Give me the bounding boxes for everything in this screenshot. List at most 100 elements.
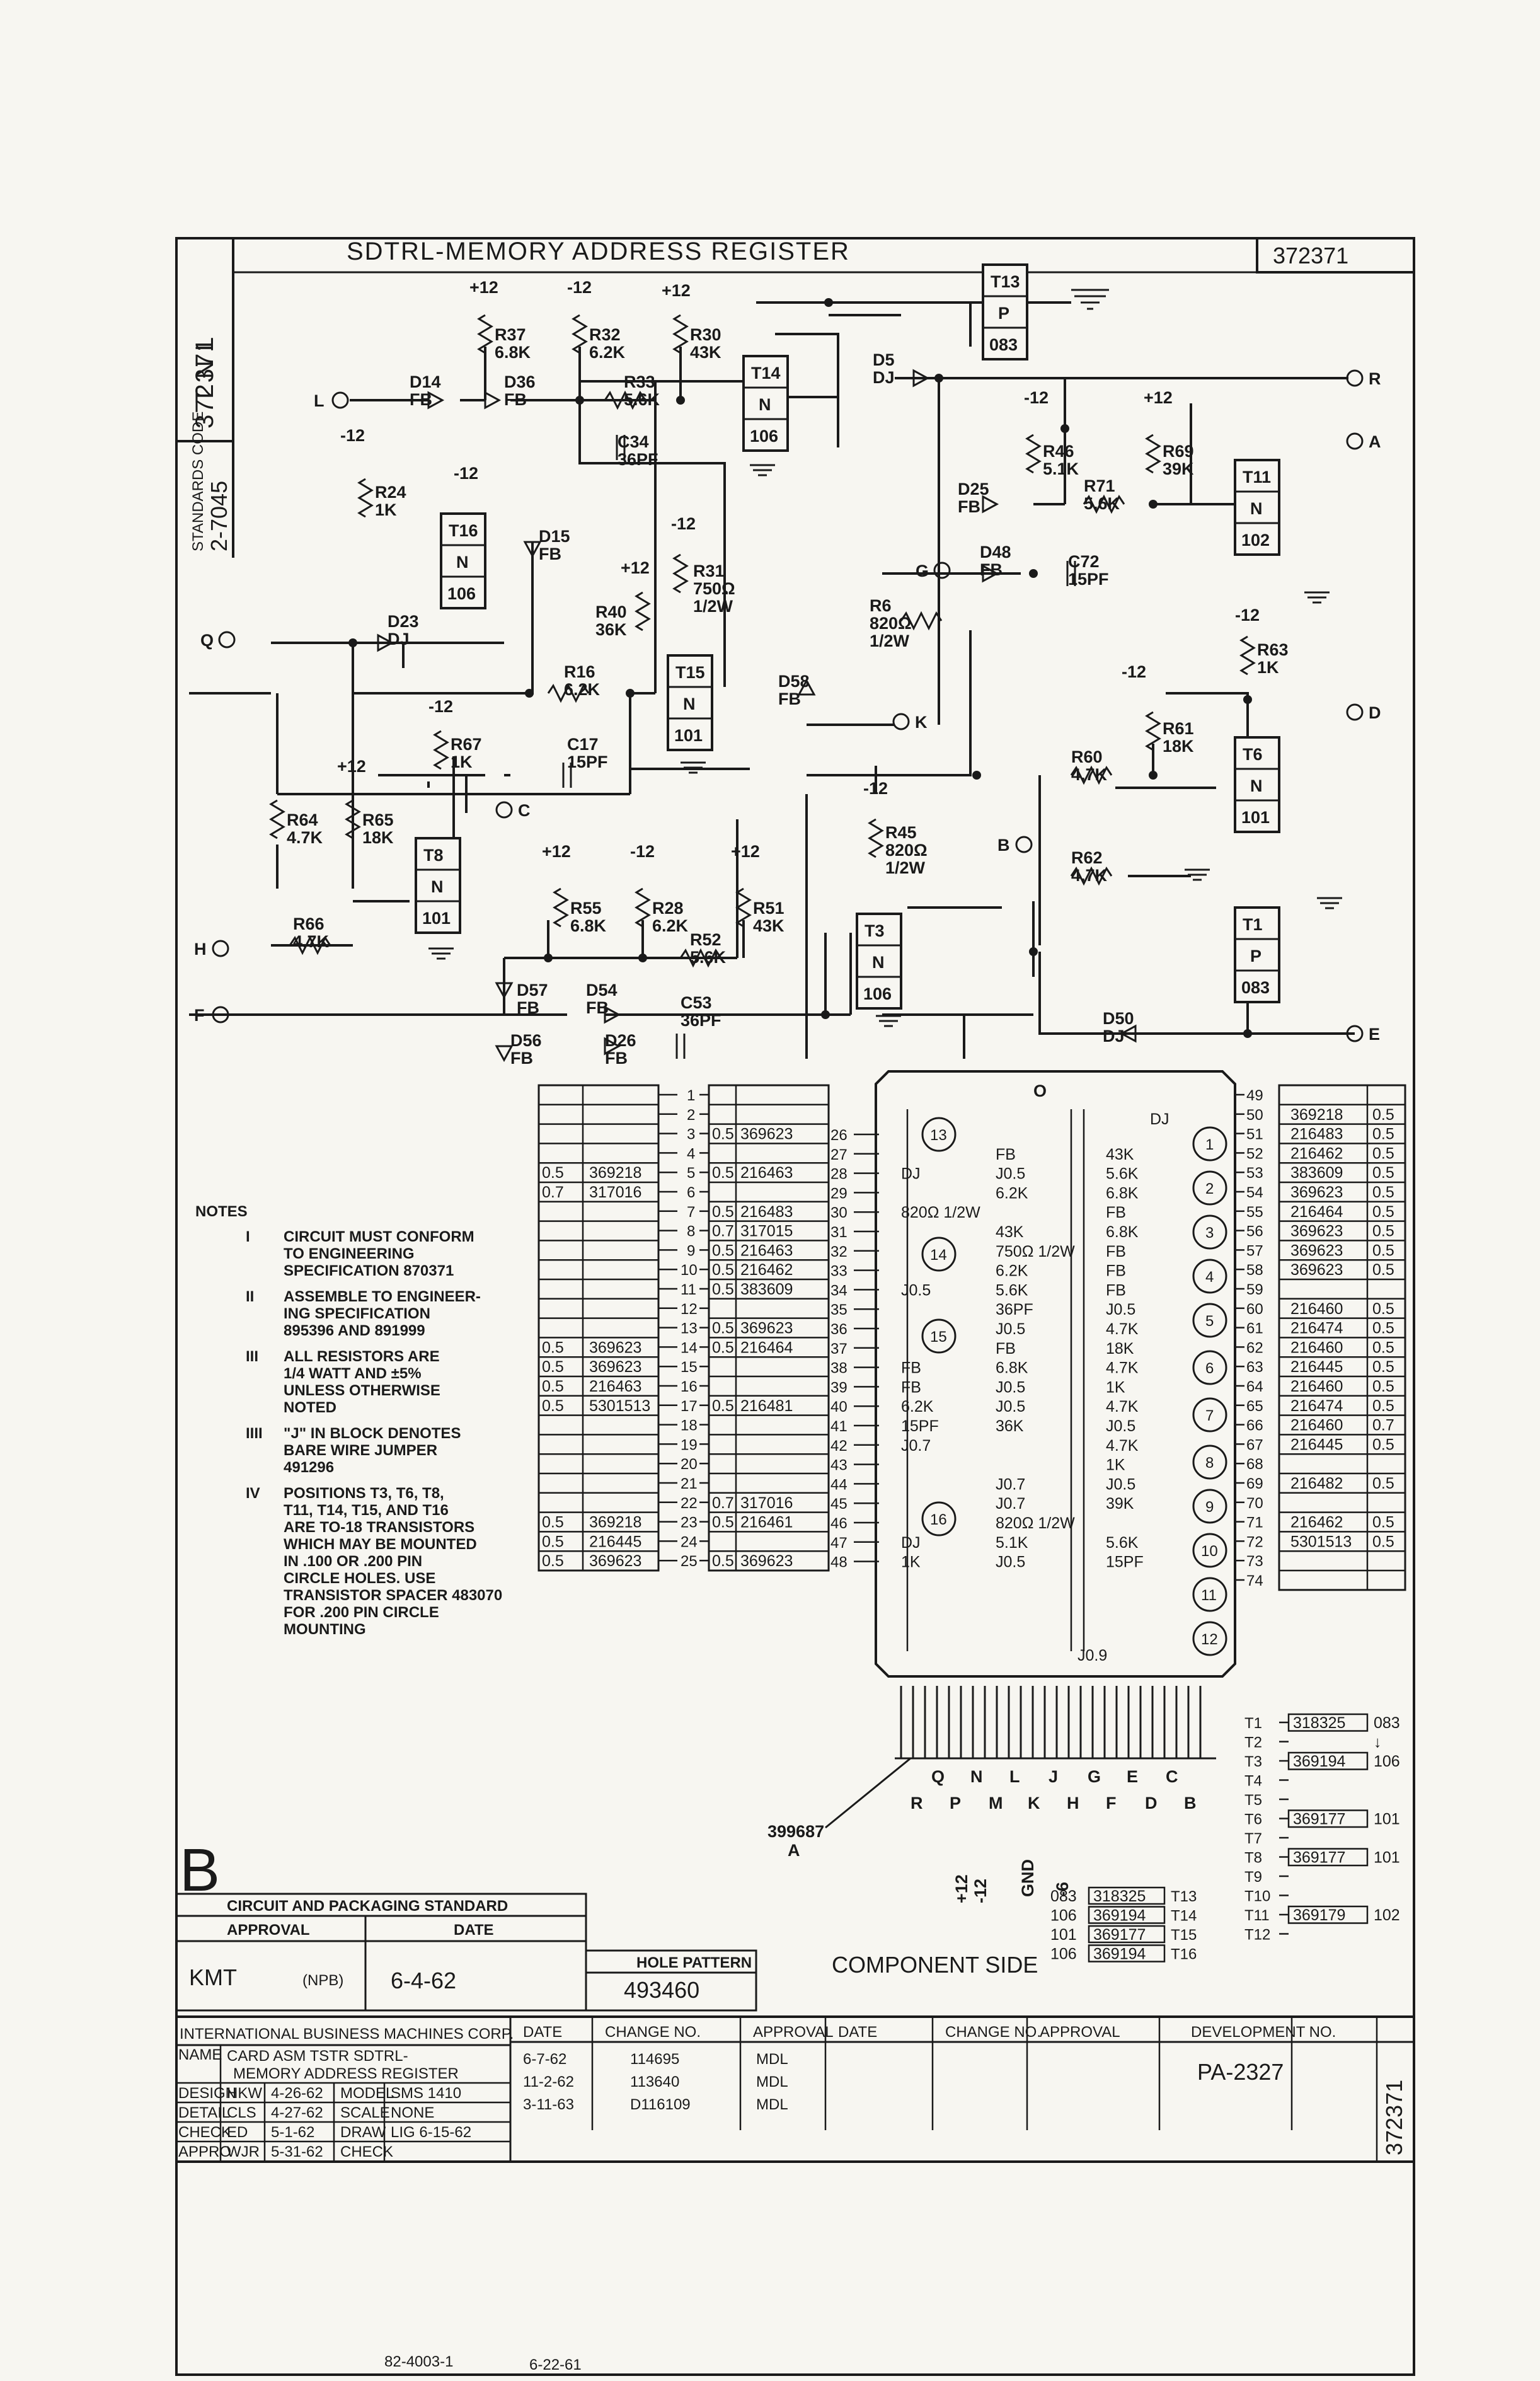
tb-change-header: APPROVAL <box>753 2024 834 2041</box>
left-strip: 372371 T N L STANDARDS CODE 2-7045 <box>176 238 234 558</box>
transistor-t3-id: T3 <box>865 921 885 940</box>
board-outline <box>875 1070 1236 1678</box>
left-table-pin: 11 <box>681 1281 696 1298</box>
note-line: ASSEMBLE TO ENGINEER- <box>284 1288 481 1305</box>
right-table-pin: 70 <box>1246 1495 1263 1512</box>
diode-symbol <box>912 369 930 388</box>
supply-minus-12-label: -12 <box>1122 662 1146 681</box>
tb-row-label: DESIGN <box>178 2085 236 2102</box>
left-table-cell: 0.7 <box>712 1494 734 1512</box>
left-table-cell: 216461 <box>740 1514 793 1531</box>
left-table-cell: 0.5 <box>542 1358 564 1376</box>
board-cell: J0.7 <box>901 1437 931 1455</box>
tpos-cell <box>1287 1848 1369 1867</box>
note-line: ARE TO-18 TRANSISTORS <box>284 1519 474 1536</box>
left-table-cell: 216445 <box>589 1533 641 1550</box>
transistor-t14-id: T14 <box>751 364 781 383</box>
tpos-part: 318325 <box>1293 1714 1345 1732</box>
board-hole-11 <box>1192 1577 1227 1612</box>
connector-pin-bottom: H <box>1067 1794 1079 1813</box>
right-table-part: 216460 <box>1290 1417 1343 1434</box>
cps-hole-pattern: 493460 <box>624 1977 699 2003</box>
notes-heading: NOTES <box>195 1203 248 1220</box>
note-line: 1/4 WATT AND ±5% <box>284 1365 422 1382</box>
board-cell: J0.5 <box>996 1398 1025 1415</box>
right-table-val: 0.5 <box>1372 1397 1394 1415</box>
left-table-cell: 383609 <box>740 1281 793 1298</box>
tb-row-label2: SCALE <box>340 2104 390 2121</box>
right-table-val: 0.5 <box>1372 1242 1394 1259</box>
component-r64-label: 4.7K <box>287 828 323 847</box>
transistor-t1-box <box>1234 906 1280 1003</box>
component-d5-label: D5 <box>873 350 895 369</box>
connector-power-label: GND <box>1018 1859 1037 1897</box>
side-code: T N L <box>191 336 219 403</box>
note-line: BARE WIRE JUMPER <box>284 1442 437 1459</box>
note-line: MOUNTING <box>284 1621 366 1638</box>
component-r31-label: 750Ω <box>693 579 735 598</box>
component-r6-label: 1/2W <box>870 631 910 650</box>
board-hole-label: 5 <box>1205 1313 1214 1330</box>
component-d56-label: FB <box>510 1049 533 1068</box>
board-hole-6 <box>1192 1350 1227 1385</box>
supply-minus-12-label: -12 <box>567 278 592 297</box>
terminal-k-circle <box>892 713 910 730</box>
board-pin: 32 <box>830 1243 848 1260</box>
left-table-pin: 8 <box>687 1223 695 1240</box>
connector-pin-bottom: F <box>1106 1794 1117 1813</box>
left-table-cell: 0.5 <box>542 1514 564 1531</box>
board-cell: FB <box>1106 1281 1126 1299</box>
board-pin: 28 <box>830 1166 848 1183</box>
tb-row-who: CLS <box>227 2104 256 2121</box>
board-hole-label: 7 <box>1205 1407 1214 1424</box>
right-table-part: 216460 <box>1290 1300 1343 1318</box>
board-cell: 39K <box>1106 1495 1134 1513</box>
component-r65-label: 18K <box>362 828 394 847</box>
connector-pin-top: G <box>1088 1767 1101 1786</box>
left-table-pin: 15 <box>681 1359 698 1376</box>
right-table-val: 0.5 <box>1372 1203 1394 1221</box>
connector-leader <box>825 1757 911 1829</box>
board-pin: 34 <box>830 1282 848 1299</box>
tb-change-appr: MDL <box>756 2073 788 2090</box>
component-r32-label: 6.2K <box>589 343 626 362</box>
left-table-pin: 9 <box>687 1242 695 1259</box>
left-table-cell: 0.7 <box>712 1223 734 1240</box>
right-table-pin: 55 <box>1246 1204 1263 1221</box>
component-r55-label: 6.8K <box>570 916 607 935</box>
transistor-t13-type: P <box>998 304 1009 323</box>
right-table-pin: 56 <box>1246 1223 1263 1240</box>
component-r52-label: 5.6K <box>690 948 727 967</box>
component-r24-label: R24 <box>375 483 406 502</box>
transistor-group: T13P083T14N106T16N106T11N102T15N101T8N10… <box>415 263 1280 1010</box>
transistor-t3-part: 106 <box>863 984 892 1003</box>
board-cell: 750Ω 1/2W <box>996 1243 1075 1260</box>
tpos-position: T10 <box>1244 1888 1270 1905</box>
note-number: I <box>246 1228 250 1245</box>
component-d23-label: D23 <box>388 612 419 631</box>
board-cell: 18K <box>1106 1340 1134 1358</box>
board-cell: J0.5 <box>1106 1417 1135 1435</box>
note-line: CIRCLE HOLES. USE <box>284 1570 435 1587</box>
note-line: NOTED <box>284 1399 336 1416</box>
left-table-pin: 20 <box>681 1456 698 1473</box>
right-table-val: 0.5 <box>1372 1144 1394 1162</box>
note-line: FOR .200 PIN CIRCLE <box>284 1604 439 1621</box>
left-table-pin: 2 <box>687 1107 695 1124</box>
tpos-position: T12 <box>1244 1927 1270 1944</box>
tpos-left-part: 318325 <box>1093 1888 1146 1905</box>
transistor-t11-part: 102 <box>1241 531 1270 550</box>
tpos-position: T7 <box>1244 1830 1262 1847</box>
board-pin: 39 <box>830 1379 848 1396</box>
board-pin: 45 <box>830 1496 848 1513</box>
connector-pin-bottom: B <box>1184 1794 1197 1813</box>
left-table-cell: 0.5 <box>712 1552 734 1570</box>
tb-row-date: 5-31-62 <box>271 2143 323 2160</box>
right-table-pin: 61 <box>1246 1320 1263 1337</box>
board-cell: J0.5 <box>996 1378 1025 1396</box>
tpos-cell <box>1287 1905 1369 1924</box>
tpos-position: T3 <box>1244 1753 1262 1770</box>
right-table-val: 0.7 <box>1372 1417 1394 1434</box>
board-cell: 36K <box>996 1417 1024 1435</box>
